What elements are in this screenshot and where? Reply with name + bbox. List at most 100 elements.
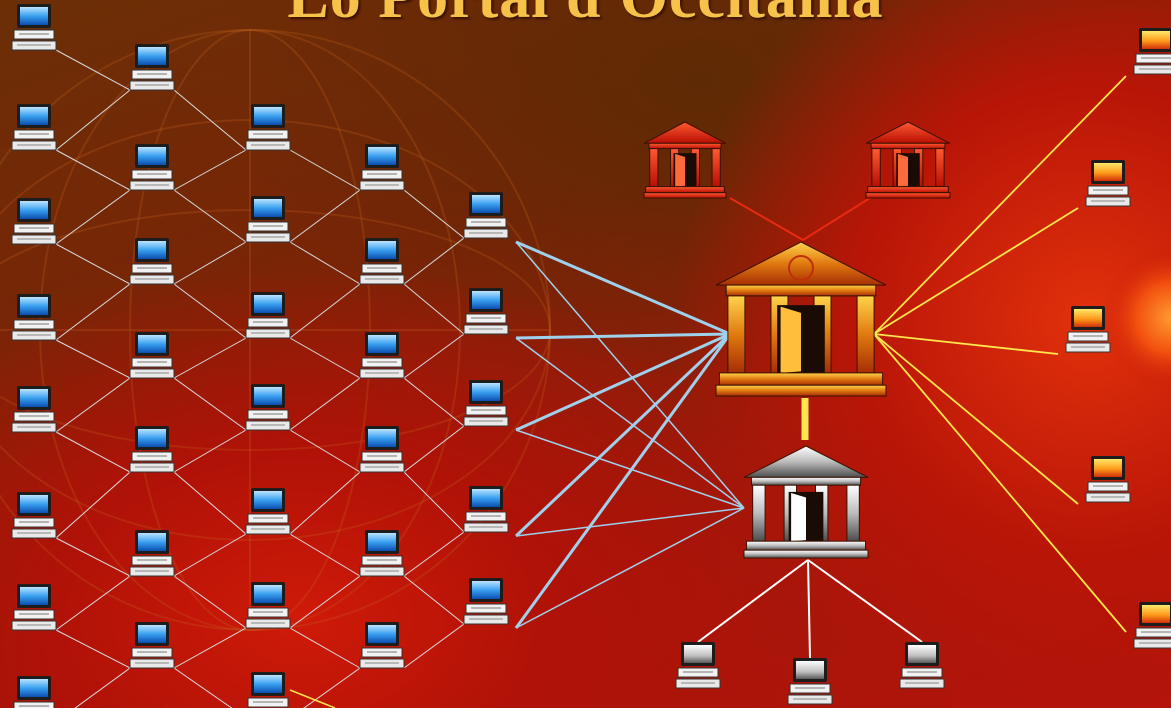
peer-link xyxy=(55,189,131,245)
peer-link xyxy=(289,533,361,577)
peer-link xyxy=(55,149,131,191)
blue-monitor-icon xyxy=(11,4,57,51)
blue-monitor-icon xyxy=(359,622,405,669)
blue-monitor-icon xyxy=(11,294,57,341)
blue-monitor-icon xyxy=(129,332,175,379)
peer-link xyxy=(289,689,336,708)
peer-link xyxy=(173,189,247,243)
blue-monitor-icon xyxy=(245,196,291,243)
white-link xyxy=(807,559,923,643)
blue-monitor-icon xyxy=(245,488,291,535)
blue-monitor-icon xyxy=(359,426,405,473)
peer-link xyxy=(303,667,361,708)
gold-link xyxy=(873,333,1127,633)
peer-link xyxy=(403,283,465,335)
temple-red-icon xyxy=(865,121,951,199)
peer-link xyxy=(173,149,247,191)
peer-link xyxy=(173,377,247,431)
blue-monitor-icon xyxy=(359,332,405,379)
client-link xyxy=(515,241,745,509)
blue-monitor-icon xyxy=(11,104,57,151)
peer-link xyxy=(403,237,465,285)
peer-link xyxy=(55,629,131,669)
gold-monitor-icon xyxy=(1133,602,1171,649)
peer-link xyxy=(173,337,247,379)
peer-link xyxy=(289,189,361,243)
peer-link xyxy=(55,575,131,631)
blue-monitor-icon xyxy=(11,584,57,631)
blue-monitor-icon xyxy=(247,672,289,708)
white-link xyxy=(807,559,811,659)
gold-link xyxy=(873,75,1127,335)
peer-link xyxy=(289,471,361,535)
peer-link xyxy=(403,189,465,239)
peer-link xyxy=(173,575,247,629)
sun-decoration xyxy=(1101,248,1171,388)
temple-red-icon xyxy=(643,121,727,199)
grey-monitor-icon xyxy=(787,658,833,705)
blue-monitor-icon xyxy=(11,198,57,245)
blue-monitor-icon xyxy=(129,426,175,473)
peer-link xyxy=(289,627,361,669)
blue-monitor-icon xyxy=(463,578,509,625)
peer-link xyxy=(289,241,361,285)
blue-monitor-icon xyxy=(129,530,175,577)
blue-monitor-icon xyxy=(129,622,175,669)
mirror-link xyxy=(802,197,871,241)
blue-monitor-icon xyxy=(245,384,291,431)
peer-link xyxy=(289,429,361,473)
grey-monitor-icon xyxy=(675,642,721,689)
peer-link xyxy=(403,531,465,577)
blue-monitor-icon xyxy=(463,192,509,239)
mirror-link xyxy=(729,197,804,241)
gold-link xyxy=(873,333,1059,355)
blue-monitor-icon xyxy=(11,492,57,539)
links-layer xyxy=(55,49,1127,708)
peer-link xyxy=(55,49,131,91)
nodes-layer xyxy=(11,4,1171,708)
gold-monitor-icon xyxy=(1085,456,1131,503)
blue-monitor-icon xyxy=(359,238,405,285)
blue-monitor-icon xyxy=(11,386,57,433)
blue-monitor-icon xyxy=(463,486,509,533)
client-link xyxy=(515,507,745,629)
blue-monitor-icon xyxy=(463,380,509,427)
peer-link xyxy=(403,471,465,533)
blue-monitor-icon xyxy=(129,238,175,285)
gold-link xyxy=(873,333,1079,505)
peer-link xyxy=(173,667,233,708)
peer-link xyxy=(173,89,247,151)
peer-link xyxy=(289,575,361,629)
gold-monitor-icon xyxy=(1065,306,1111,353)
client-link xyxy=(514,333,732,629)
temple-grey-icon xyxy=(743,445,869,559)
peer-link xyxy=(289,337,361,379)
blue-monitor-icon xyxy=(359,530,405,577)
client-link xyxy=(515,240,731,336)
peer-link xyxy=(173,241,247,285)
gold-link xyxy=(873,207,1079,335)
peer-link xyxy=(173,471,247,535)
peer-link xyxy=(55,283,131,341)
peer-link xyxy=(173,429,247,473)
peer-link xyxy=(74,667,131,708)
blue-monitor-icon xyxy=(129,144,175,191)
peer-link xyxy=(403,377,465,427)
peer-link xyxy=(55,89,131,151)
peer-link xyxy=(55,339,131,379)
gold-monitor-icon xyxy=(1133,28,1171,75)
page-title: Lo Portal d'Occitania xyxy=(0,0,1171,33)
client-link xyxy=(515,507,745,537)
blue-monitor-icon xyxy=(245,292,291,339)
blue-monitor-icon xyxy=(463,288,509,335)
client-link xyxy=(514,332,732,538)
peer-link xyxy=(403,333,465,379)
peer-link xyxy=(55,537,131,577)
peer-link xyxy=(289,377,361,431)
peer-link xyxy=(289,149,361,191)
white-link xyxy=(697,559,809,643)
gold-monitor-icon xyxy=(1085,160,1131,207)
peer-link xyxy=(403,575,465,625)
blue-monitor-icon xyxy=(13,676,55,708)
